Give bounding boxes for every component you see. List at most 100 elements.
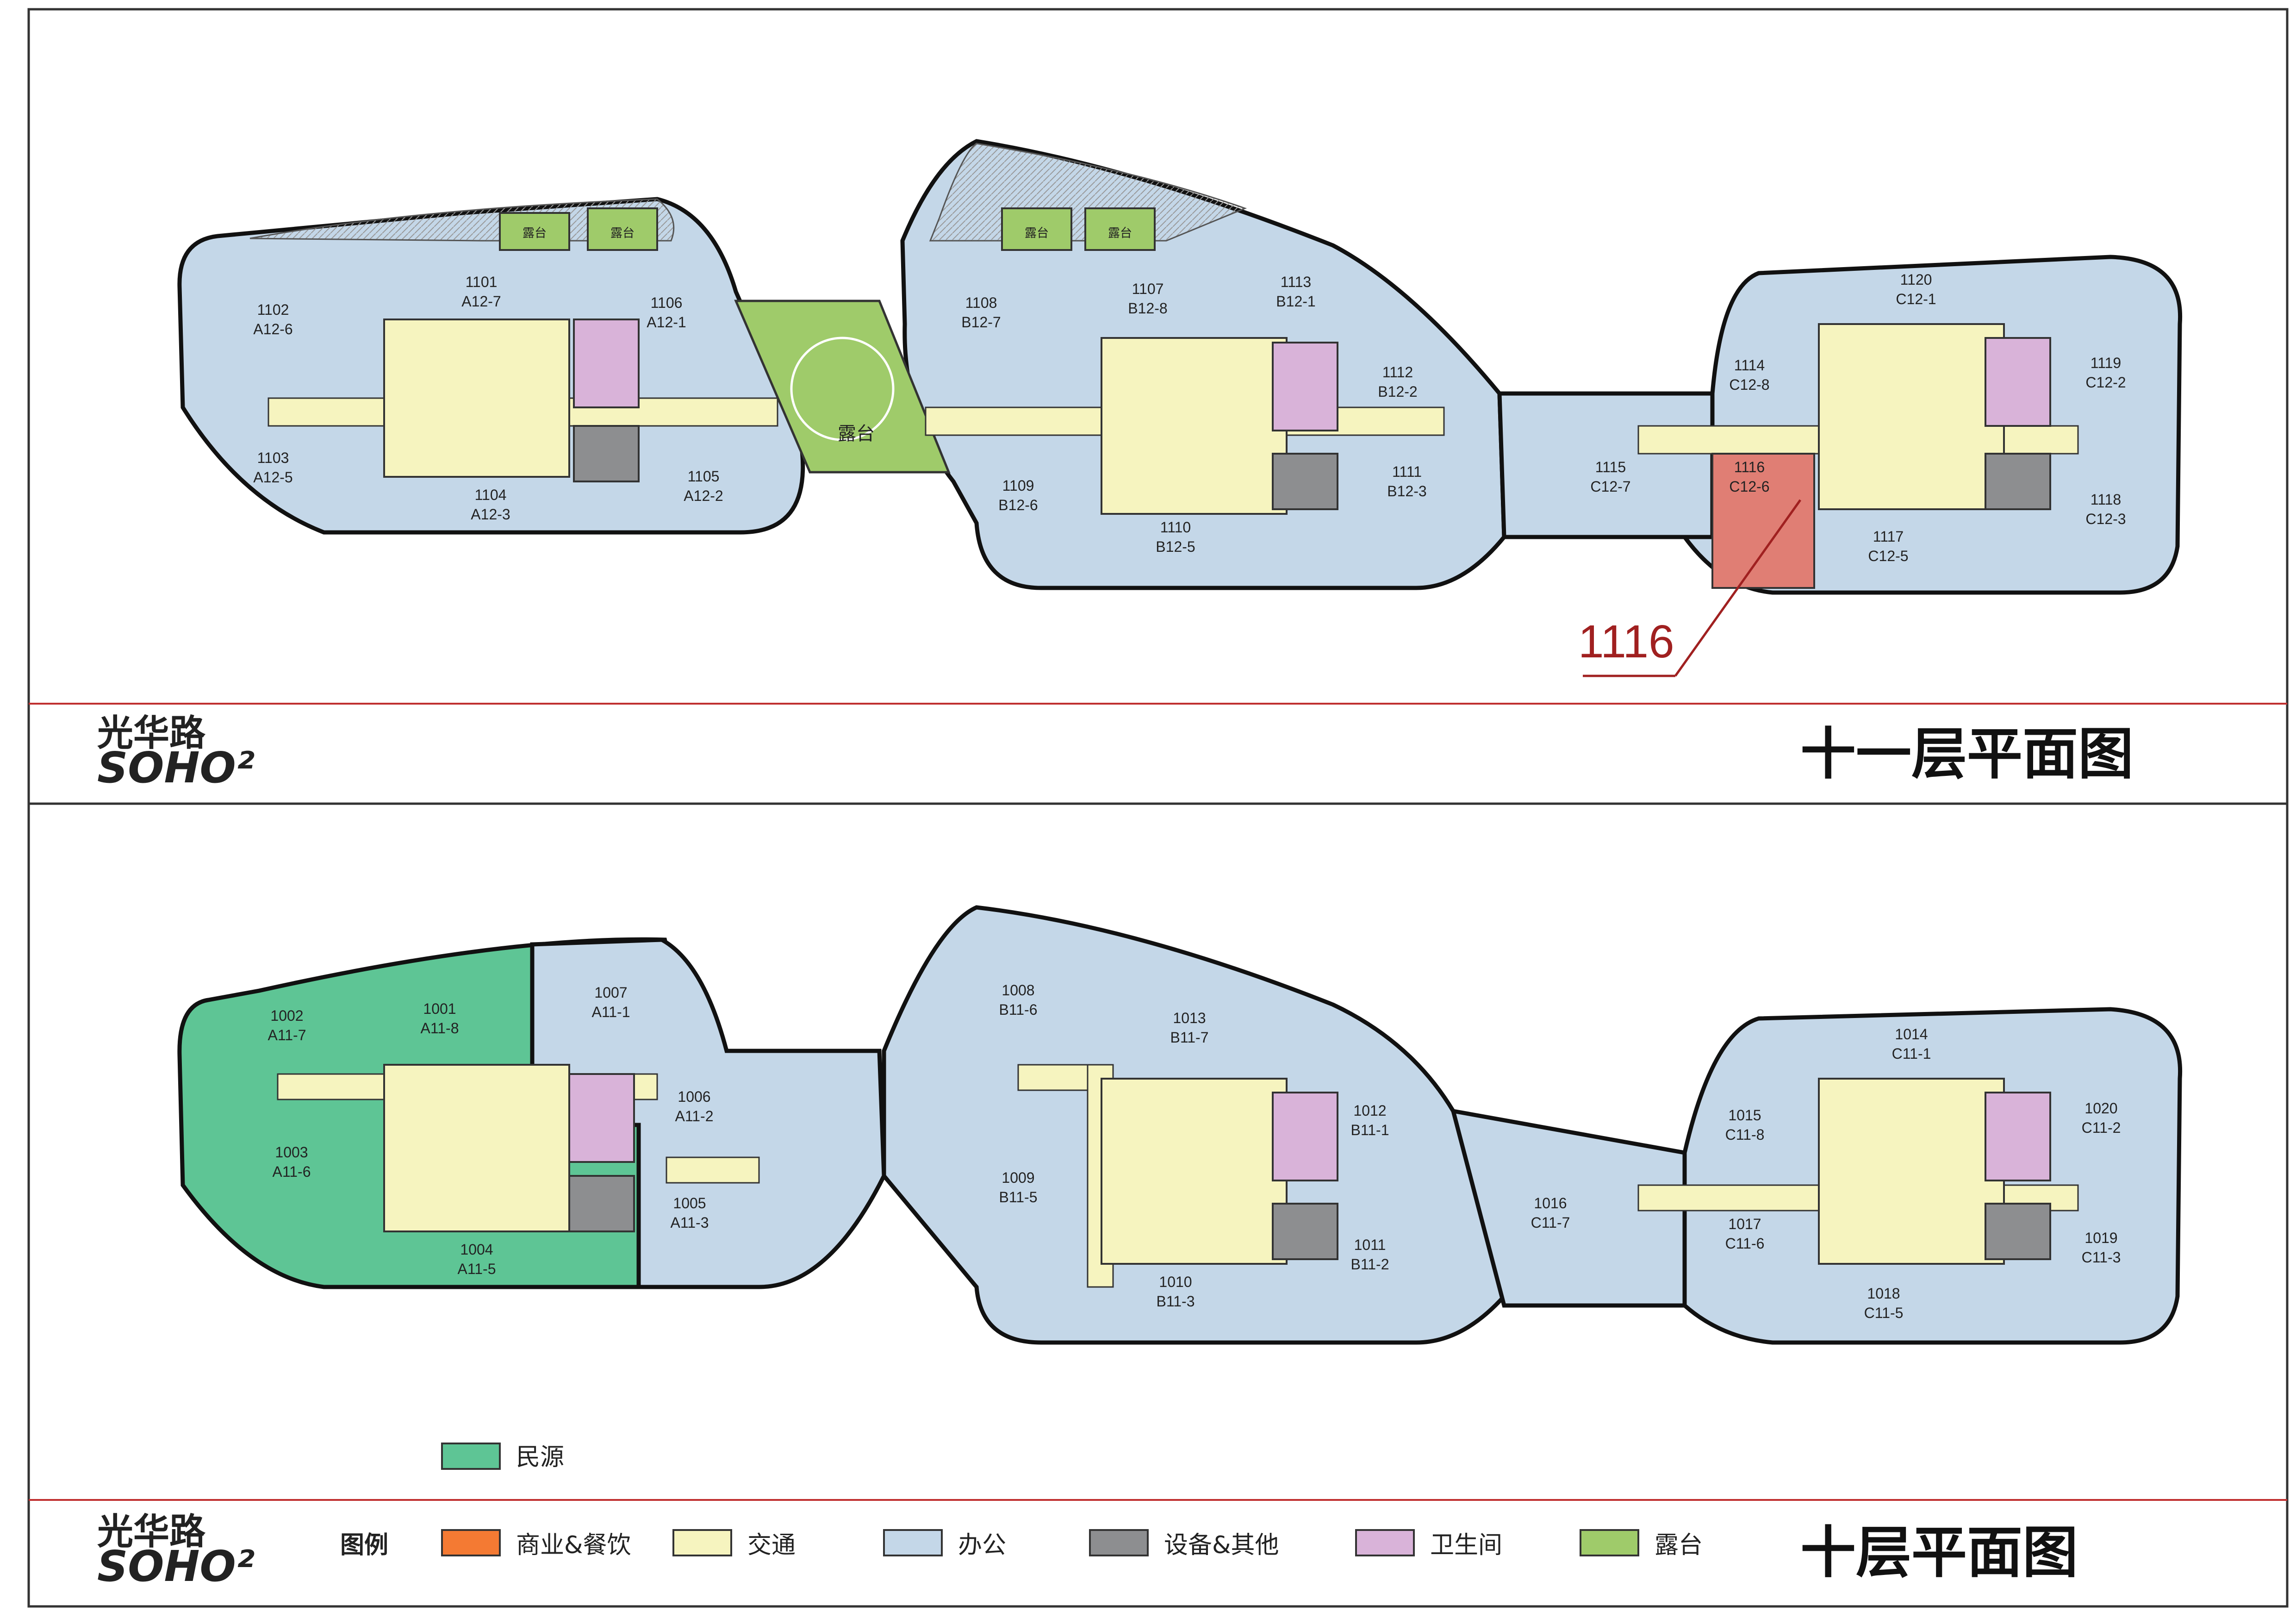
f11-unit-1113-number: 1113 xyxy=(1281,274,1311,290)
floor-11-title: 十一层平面图 xyxy=(1800,722,2134,787)
f10-unit-1011-number: 1011 xyxy=(1354,1237,1386,1253)
f10-unit-1007-number: 1007 xyxy=(594,984,627,1001)
f10-corridor-a2 xyxy=(666,1156,760,1184)
f10-unit-1010-number: 1010 xyxy=(1159,1274,1192,1290)
minyuan-label: 民源 xyxy=(516,1443,564,1471)
f10-unit-1006-number: 1006 xyxy=(678,1088,710,1105)
f10-unit-1011-code: B11-2 xyxy=(1350,1256,1389,1273)
f11-terrace-label-3: 露台 xyxy=(1025,226,1049,240)
f10-unit-1004-code: A11-5 xyxy=(457,1261,496,1277)
f10-unit-1020-number: 1020 xyxy=(2084,1100,2117,1117)
f11-unit-1106-number: 1106 xyxy=(651,294,683,311)
legend-swatch-terrace xyxy=(1580,1529,1639,1556)
f11-unit-1108-number: 1108 xyxy=(965,294,997,311)
f11-unit-1105-code: A12-2 xyxy=(684,487,723,504)
f10-restroom-a xyxy=(568,1073,635,1163)
legend-title: 图例 xyxy=(340,1531,388,1559)
f10-equip-c xyxy=(1985,1203,2051,1260)
f11-unit-1120-code: C12-1 xyxy=(1896,291,1936,307)
f11-equip-c xyxy=(1985,453,2051,510)
f11-restroom-c xyxy=(1985,337,2051,427)
logo-top-line2: SOHO² xyxy=(97,743,255,793)
f11-unit-labels: 1101A12-71102A12-61103A12-51104A12-31105… xyxy=(253,271,2126,564)
f11-unit-1116-number: 1116 xyxy=(1734,459,1765,475)
f11-terrace-4 xyxy=(1084,207,1156,251)
f11-unit-1111-code: B12-3 xyxy=(1387,483,1426,500)
f11-unit-1102-code: A12-6 xyxy=(253,321,292,337)
f10-unit-1019-number: 1019 xyxy=(2084,1230,2117,1246)
f10-unit-1014-code: C11-1 xyxy=(1892,1045,1931,1062)
logo-top: 光华路 SOHO² xyxy=(97,712,255,793)
f11-terrace-3 xyxy=(1001,207,1072,251)
f11-unit-1106-code: A12-1 xyxy=(647,314,686,331)
f10-unit-1002-code: A11-7 xyxy=(268,1027,306,1043)
floor-10-title: 十层平面图 xyxy=(1800,1521,2078,1585)
legend-label-restroom: 卫生间 xyxy=(1430,1531,1502,1559)
f11-unit-1119-number: 1119 xyxy=(2091,355,2121,371)
callout-leader xyxy=(1674,499,1802,677)
legend-swatch-office xyxy=(883,1529,943,1556)
legend-label-office: 办公 xyxy=(958,1531,1006,1559)
logo-bottom-line1: 光华路 xyxy=(97,1511,206,1553)
f10-unit-1001-code: A11-8 xyxy=(420,1020,459,1037)
f11-unit-1101-number: 1101 xyxy=(466,274,498,290)
f10-unit-1004-number: 1004 xyxy=(460,1241,493,1258)
f10-equip-b xyxy=(1272,1203,1338,1260)
f10-unit-1014-number: 1014 xyxy=(1895,1026,1928,1043)
f11-unit-1111-number: 1111 xyxy=(1392,463,1422,480)
f11-unit-1103-code: A12-5 xyxy=(253,469,292,486)
legend-label-circulation: 交通 xyxy=(747,1531,796,1559)
f10-restroom-b xyxy=(1272,1092,1338,1181)
f11-core-a xyxy=(383,319,570,478)
f10-unit-1012-number: 1012 xyxy=(1353,1102,1386,1119)
f11-unit-1117-code: C12-5 xyxy=(1868,548,1908,564)
f11-unit-1119-code: C12-2 xyxy=(2085,374,2126,391)
f11-unit-1102-number: 1102 xyxy=(257,301,289,318)
f11-unit-1118-number: 1118 xyxy=(2091,491,2121,508)
legend-swatch-commercial xyxy=(441,1529,501,1556)
f11-terrace-label-1: 露台 xyxy=(523,226,547,240)
f10-unit-1016-code: C11-7 xyxy=(1531,1214,1570,1231)
f11-equip-a xyxy=(573,425,640,482)
legend-swatch-restroom xyxy=(1355,1529,1415,1556)
f10-unit-1007-code: A11-1 xyxy=(591,1004,630,1020)
f10-unit-1005-number: 1005 xyxy=(673,1195,706,1212)
f10-unit-1013-number: 1013 xyxy=(1173,1010,1206,1026)
f11-unit-1116-highlight xyxy=(1711,453,1815,589)
f11-unit-1104-code: A12-3 xyxy=(471,506,510,523)
f11-unit-1115-code: C12-7 xyxy=(1590,478,1630,495)
f11-terrace-label-center: 露台 xyxy=(838,423,875,444)
legend-label-equipment: 设备&其他 xyxy=(1164,1531,1279,1559)
f11-unit-1117-number: 1117 xyxy=(1873,528,1904,545)
f11-terrace-2 xyxy=(587,207,658,251)
f11-unit-1115-number: 1115 xyxy=(1595,459,1626,475)
f10-unit-1008-number: 1008 xyxy=(1002,982,1034,999)
page-frame xyxy=(27,8,2289,1608)
f10-core-c xyxy=(1818,1078,2005,1265)
f11-unit-1110-code: B12-5 xyxy=(1156,538,1195,555)
f10-core-a xyxy=(383,1064,570,1232)
f11-terrace-label-4: 露台 xyxy=(1108,226,1132,240)
f10-core-b xyxy=(1101,1078,1288,1265)
f11-unit-1114-code: C12-8 xyxy=(1729,376,1769,393)
f11-equip-b xyxy=(1272,453,1338,510)
legend-label-terrace: 露台 xyxy=(1655,1531,1703,1559)
legend-swatch-equipment xyxy=(1089,1529,1149,1556)
f11-core-b xyxy=(1101,337,1288,515)
f10-wing-a-office xyxy=(530,937,886,1289)
legend-label-commercial: 商业&餐饮 xyxy=(516,1531,631,1559)
f11-unit-1112-number: 1112 xyxy=(1382,364,1413,381)
f11-unit-1120-number: 1120 xyxy=(1900,271,1932,288)
f11-unit-1105-number: 1105 xyxy=(688,468,720,485)
f10-unit-1009-number: 1009 xyxy=(1002,1169,1034,1186)
f10-unit-1001-number: 1001 xyxy=(423,1000,456,1017)
f10-unit-labels: 1001A11-81002A11-71003A11-61004A11-51005… xyxy=(268,982,2121,1321)
f11-unit-1107-code: B12-8 xyxy=(1128,300,1167,317)
legend-swatch-circulation xyxy=(672,1529,732,1556)
f11-unit-1104-number: 1104 xyxy=(475,487,507,503)
f10-restroom-c xyxy=(1985,1092,2051,1181)
f10-unit-1003-code: A11-6 xyxy=(272,1163,311,1180)
f10-equip-a xyxy=(568,1175,635,1232)
